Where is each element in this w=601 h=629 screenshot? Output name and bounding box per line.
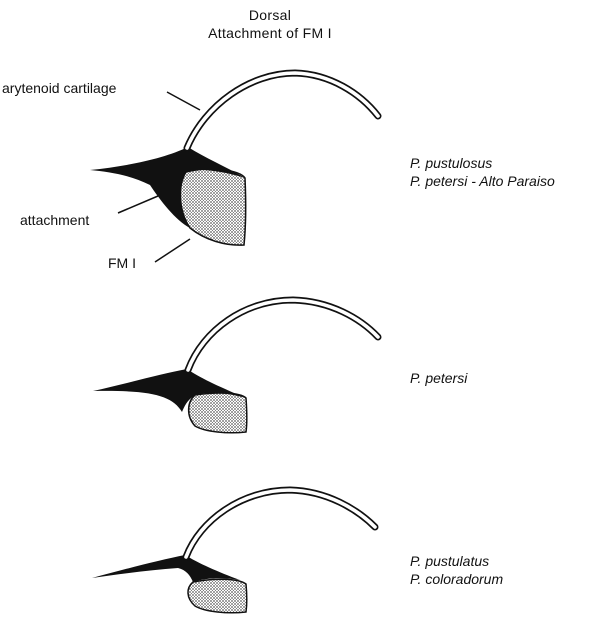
arytenoid-cartilage-1 — [187, 73, 378, 148]
species-name: P. pustulosus — [410, 154, 555, 172]
label-fm1: FM I — [108, 255, 136, 271]
arytenoid-cartilage-2 — [188, 300, 378, 370]
attachment-leader — [118, 196, 158, 213]
species-name: P. petersi - Alto Paraiso — [410, 172, 555, 190]
panel-3 — [92, 490, 375, 613]
species-panel-3: P. pustulatus P. coloradorum — [410, 552, 503, 588]
fm1-muscle-2 — [189, 393, 247, 433]
arytenoid-leader — [167, 92, 200, 110]
arytenoid-cartilage-3 — [186, 490, 375, 557]
label-attachment: attachment — [20, 212, 89, 228]
species-name: P. petersi — [410, 369, 467, 387]
attachment-3 — [92, 555, 240, 582]
panel-2 — [93, 300, 378, 433]
species-panel-2: P. petersi — [410, 369, 467, 387]
fm1-leader — [155, 239, 190, 262]
panel-1 — [90, 73, 378, 262]
species-panel-1: P. pustulosus P. petersi - Alto Paraiso — [410, 154, 555, 190]
fm1-muscle-3 — [188, 579, 247, 613]
label-arytenoid-cartilage: arytenoid cartilage — [2, 80, 116, 96]
species-name: P. pustulatus — [410, 552, 503, 570]
fm1-muscle-1 — [180, 169, 245, 245]
species-name: P. coloradorum — [410, 570, 503, 588]
